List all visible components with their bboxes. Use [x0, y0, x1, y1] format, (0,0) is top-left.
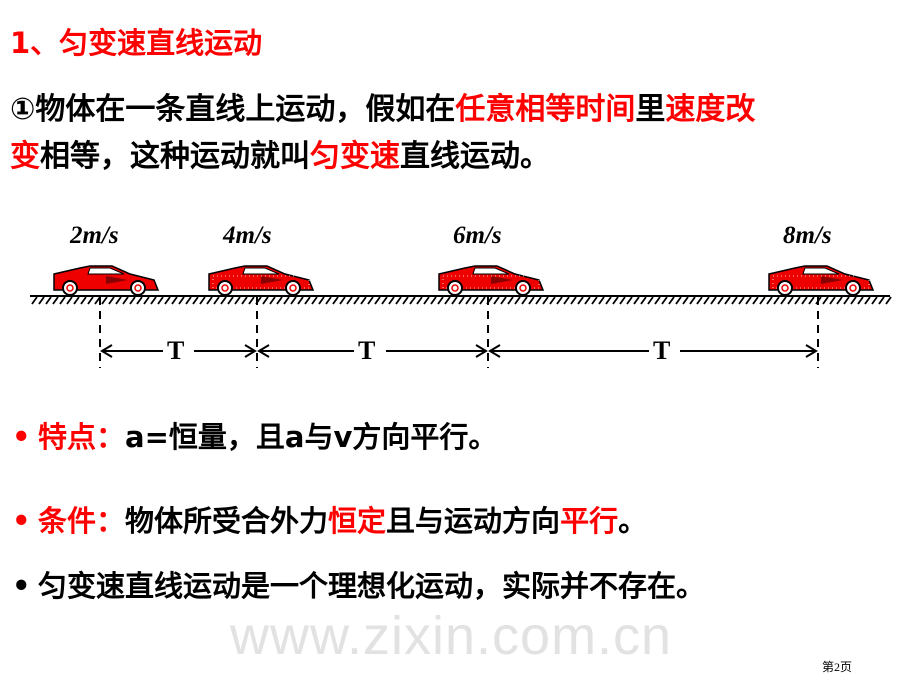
text-segment: 且与运动方向 — [386, 504, 561, 538]
arrowhead-right-icon — [805, 344, 818, 358]
text-segment: ①物体在一条直线上运动，假如在 — [10, 92, 456, 127]
text-segment: 直线运动。 — [400, 139, 550, 174]
interval-label: T — [167, 336, 185, 365]
text-segment: 相等，这种运动就叫 — [40, 139, 310, 174]
text-segment: a=恒量，且a与v方向平行。 — [125, 420, 498, 454]
ground-hatch — [31, 296, 892, 305]
text-segment: 匀变速直线运动是一个理想化运动，实际并不存在。 — [38, 569, 706, 603]
car-icon — [53, 265, 160, 296]
car-icon — [438, 265, 545, 296]
text-segment: 变 — [10, 139, 40, 174]
bullet-text: 条件：物体所受合外力恒定且与运动方向平行。 — [38, 504, 647, 538]
text-segment: 。 — [618, 504, 648, 538]
motion-diagram — [30, 265, 892, 368]
bullet-note: •匀变速直线运动是一个理想化运动，实际并不存在。 — [12, 563, 705, 605]
page-number: 第2页 — [822, 660, 853, 674]
car-icon — [768, 265, 875, 296]
bullet-text: 匀变速直线运动是一个理想化运动，实际并不存在。 — [38, 569, 705, 603]
text-segment: 恒定 — [328, 504, 387, 538]
watermark: www.zixin.com.cn — [230, 606, 673, 666]
bullet-feature: •特点：a=恒量，且a与v方向平行。 — [12, 414, 497, 456]
text-segment: 条件： — [38, 504, 126, 538]
bullet-text: 特点：a=恒量，且a与v方向平行。 — [38, 420, 497, 454]
speed-label: 8m/s — [783, 222, 832, 249]
speed-label: 2m/s — [70, 222, 119, 249]
text-segment: 特点： — [38, 420, 126, 454]
arrowhead-left-icon — [488, 344, 501, 358]
bullet-dot: • — [12, 420, 31, 454]
speed-label: 6m/s — [453, 222, 502, 249]
section-title: 1、匀变速直线运动 — [10, 26, 263, 60]
bullet-dot: • — [12, 504, 31, 538]
arrowhead-right-icon — [475, 344, 488, 358]
text-segment: 里 — [635, 92, 666, 127]
car-icon — [208, 265, 315, 296]
arrowhead-left-icon — [100, 344, 113, 358]
text-segment: 任意相等时间 — [455, 92, 636, 127]
interval-label: T — [358, 336, 376, 365]
arrowhead-left-icon — [257, 344, 270, 358]
text-segment: 平行 — [560, 504, 619, 538]
text-segment: 匀变速 — [310, 139, 400, 174]
arrowhead-right-icon — [244, 344, 257, 358]
bullet-condition: •条件：物体所受合外力恒定且与运动方向平行。 — [12, 498, 647, 540]
text-segment: 物体所受合外力 — [125, 504, 329, 538]
text-segment: 速度改 — [665, 92, 756, 127]
interval-label: T — [653, 336, 671, 365]
bullet-dot: • — [12, 569, 31, 603]
definition-line-2: 变相等，这种运动就叫匀变速直线运动。 — [10, 131, 550, 175]
speed-label: 4m/s — [223, 222, 272, 249]
definition-line-1: ①物体在一条直线上运动，假如在任意相等时间里速度改 — [10, 84, 755, 128]
